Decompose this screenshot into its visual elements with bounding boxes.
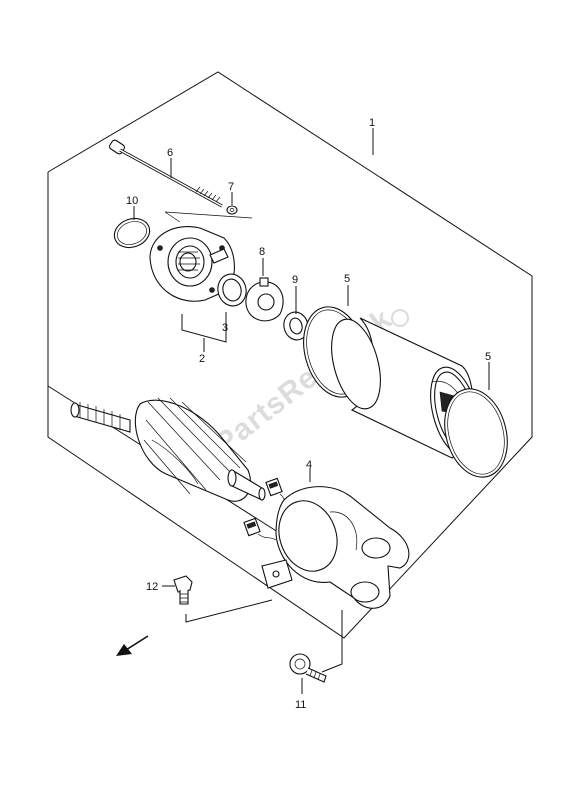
armature (70, 397, 266, 502)
callout-12: 12 (146, 581, 158, 593)
front-bracket-part-2 (149, 211, 253, 302)
callout-1: 1 (369, 117, 375, 129)
callout-2: 2 (199, 353, 205, 365)
o-ring-part-10 (113, 217, 151, 249)
callout-3: 3 (222, 322, 228, 334)
rear-housing-part-4 (261, 486, 410, 609)
callout-5-lower: 5 (485, 351, 491, 363)
callout-11: 11 (295, 699, 306, 711)
callout-7: 7 (228, 181, 234, 193)
callout-5-upper: 5 (344, 273, 350, 285)
callout-4: 4 (306, 459, 312, 471)
o-ring-part-5-lower (444, 388, 508, 478)
callout-labels: 1 2 3 4 5 5 6 7 8 9 10 11 12 (126, 117, 491, 711)
callout-8: 8 (259, 246, 265, 258)
oil-seal-part-3 (217, 273, 247, 307)
bolt-part-12 (173, 575, 193, 605)
lock-plate-part-8 (245, 277, 284, 322)
callout-10: 10 (126, 195, 138, 207)
brushes (243, 477, 293, 541)
washer-part-9 (283, 311, 309, 341)
callout-9: 9 (292, 274, 298, 286)
bolt-part-11 (289, 653, 327, 683)
leader-lines (133, 128, 490, 694)
washer-part-7 (226, 205, 238, 215)
callout-6: 6 (167, 147, 173, 159)
arrow-down-left-icon (116, 635, 149, 656)
